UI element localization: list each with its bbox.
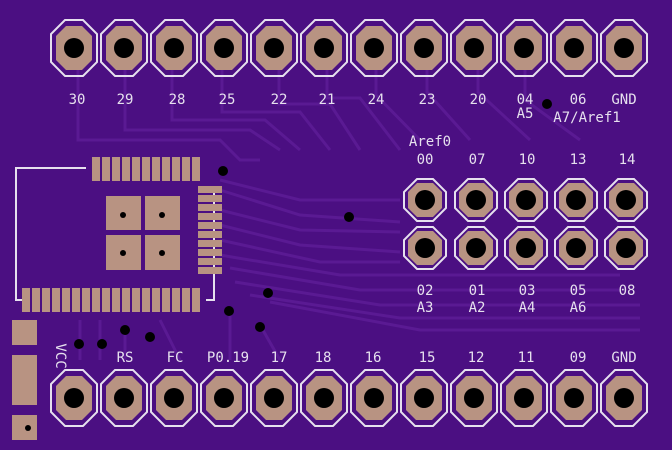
bottom-header-pad: [100, 369, 148, 427]
top-header-pad: [350, 19, 398, 77]
bottom-label-5: 18: [315, 350, 332, 366]
bottom-header-pad: [600, 369, 648, 427]
top-sublabel-a7: A7/Aref1: [553, 110, 620, 126]
bottom-header-pad: [200, 369, 248, 427]
top-label-1: 30: [69, 92, 86, 108]
bottom-label-1: RS: [117, 350, 134, 366]
trace-group: [76, 70, 640, 361]
top-header-pad: [500, 19, 548, 77]
top-header-pad: [50, 19, 98, 77]
bottom-header-pad: [350, 369, 398, 427]
via-icon: [224, 306, 234, 316]
via-icon: [145, 332, 155, 342]
right-lower-label-3: 03: [519, 283, 536, 299]
bottom-header-pad: [500, 369, 548, 427]
bottom-header-pad: [400, 369, 448, 427]
bottom-label-6: 16: [365, 350, 382, 366]
right-upper-label-5: 14: [619, 152, 636, 168]
right-top-label: Aref0: [409, 134, 451, 150]
top-label-8: 23: [419, 92, 436, 108]
right-header: [403, 178, 648, 270]
right-header-pad: [504, 178, 548, 222]
bottom-labels: VCC RS FC P0.19 17 18 16 15 12 11 09 GND: [52, 343, 637, 368]
bottom-label-4: 17: [271, 350, 288, 366]
via-icon: [542, 99, 552, 109]
top-labels: 30 29 28 25 22 21 24 23 20 04 06 GND A5 …: [69, 92, 637, 126]
bottom-header-pad: [150, 369, 198, 427]
top-label-10: 04: [517, 92, 534, 108]
bottom-label-7: 15: [419, 350, 436, 366]
bottom-header: [50, 369, 648, 427]
top-sublabel-a5: A5: [517, 106, 534, 122]
right-upper-label-1: 00: [417, 152, 434, 168]
right-upper-label-2: 07: [469, 152, 486, 168]
right-upper-label-3: 10: [519, 152, 536, 168]
right-header-pad: [454, 226, 498, 270]
right-header-pad: [554, 226, 598, 270]
bottom-label-8: 12: [468, 350, 485, 366]
via-icon: [74, 339, 84, 349]
top-label-6: 21: [319, 92, 336, 108]
via-icon: [344, 212, 354, 222]
top-header-pad: [300, 19, 348, 77]
top-label-11: 06: [570, 92, 587, 108]
right-lower-label-2: 01: [469, 283, 486, 299]
right-lower-sublabel-1: A3: [417, 300, 434, 316]
top-header-pad: [600, 19, 648, 77]
right-lower-label-4: 05: [570, 283, 587, 299]
bottom-header-pad: [250, 369, 298, 427]
right-lower-sublabel-4: A6: [570, 300, 587, 316]
top-header-pad: [550, 19, 598, 77]
pad-icon: [12, 320, 37, 345]
top-header-pad: [200, 19, 248, 77]
top-label-12: GND: [611, 92, 636, 108]
top-label-7: 24: [368, 92, 385, 108]
right-upper-label-4: 13: [570, 152, 587, 168]
right-header-pad: [403, 178, 447, 222]
right-header-pad: [504, 226, 548, 270]
pad-icon: [12, 355, 37, 405]
right-labels: Aref0 00 07 10 13 14 02 01 03 05 08 A3 A…: [409, 134, 636, 316]
bottom-label-11: GND: [611, 350, 636, 366]
bottom-label-3: P0.19: [207, 350, 249, 366]
right-header-pad: [604, 178, 648, 222]
via-icon: [218, 166, 228, 176]
bottom-label-2: FC: [167, 350, 184, 366]
left-pad-strip: [12, 320, 37, 440]
via-icon: [97, 339, 107, 349]
module-footprint-icon: [15, 157, 222, 312]
right-lower-label-1: 02: [417, 283, 434, 299]
top-header-pad: [450, 19, 498, 77]
bottom-label-9: 11: [518, 350, 535, 366]
right-lower-label-5: 08: [619, 283, 636, 299]
top-header-pad: [250, 19, 298, 77]
right-header-pad: [454, 178, 498, 222]
bottom-header-pad: [50, 369, 98, 427]
right-header-pad: [554, 178, 598, 222]
pad-icon: [12, 415, 37, 440]
bottom-label-10: 09: [570, 350, 587, 366]
bottom-header-pad: [300, 369, 348, 427]
via-group: [74, 99, 552, 349]
right-header-pad: [604, 226, 648, 270]
right-lower-sublabel-2: A2: [469, 300, 486, 316]
via-icon: [255, 322, 265, 332]
top-header-pad: [100, 19, 148, 77]
top-label-2: 29: [117, 92, 134, 108]
via-icon: [120, 325, 130, 335]
vcc-label: VCC: [52, 343, 68, 368]
top-label-4: 25: [219, 92, 236, 108]
bottom-header-pad: [450, 369, 498, 427]
right-header-pad: [403, 226, 447, 270]
top-header-pad: [400, 19, 448, 77]
top-label-9: 20: [470, 92, 487, 108]
top-label-3: 28: [169, 92, 186, 108]
right-lower-sublabel-3: A4: [519, 300, 536, 316]
via-icon: [263, 288, 273, 298]
top-label-5: 22: [271, 92, 288, 108]
top-header: [50, 19, 648, 77]
top-header-pad: [150, 19, 198, 77]
bottom-header-pad: [550, 369, 598, 427]
